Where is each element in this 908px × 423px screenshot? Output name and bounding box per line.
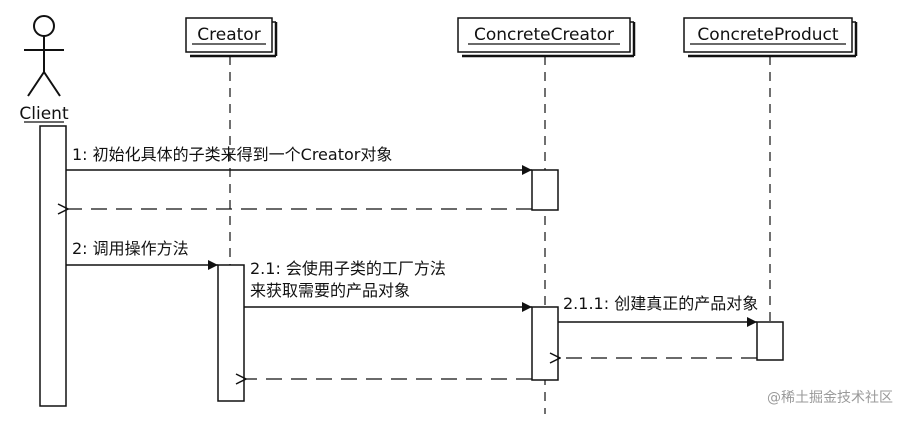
creator-box [185,17,273,53]
message-2-1-label-line2: 来获取需要的产品对象 [250,281,410,300]
message-2: 2: 调用操作方法 [66,239,218,270]
message-2-1-1-label: 2.1.1: 创建真正的产品对象 [563,294,758,313]
message-1: 1: 初始化具体的子类来得到一个Creator对象 [66,145,532,175]
concrete-product-activation [756,321,784,361]
concrete-creator-label: ConcreteCreator [474,25,614,45]
message-2-1: 2.1: 会使用子类的工厂方法 来获取需要的产品对象 [244,259,532,312]
concrete-product-box [683,17,853,53]
client-label: Client [19,104,69,124]
client-activation [39,125,67,407]
actor-icon [24,15,64,97]
message-2-label: 2: 调用操作方法 [72,239,189,258]
concrete-product-lifeline: ConcreteProduct [683,17,858,361]
concrete-creator-activation-1 [531,169,559,211]
creator-label: Creator [197,25,260,45]
message-2-1-1: 2.1.1: 创建真正的产品对象 [558,294,758,327]
concrete-creator-activation-2 [531,306,559,381]
client-actor: Client [19,15,69,407]
message-1-label: 1: 初始化具体的子类来得到一个Creator对象 [72,145,392,164]
concrete-creator-lifeline: ConcreteCreator [457,17,636,414]
concrete-product-label: ConcreteProduct [697,25,838,45]
message-2-1-label-line1: 2.1: 会使用子类的工厂方法 [250,259,446,278]
creator-activation [217,264,245,402]
watermark: @稀土掘金技术社区 [767,390,893,406]
concrete-creator-box [457,17,631,53]
